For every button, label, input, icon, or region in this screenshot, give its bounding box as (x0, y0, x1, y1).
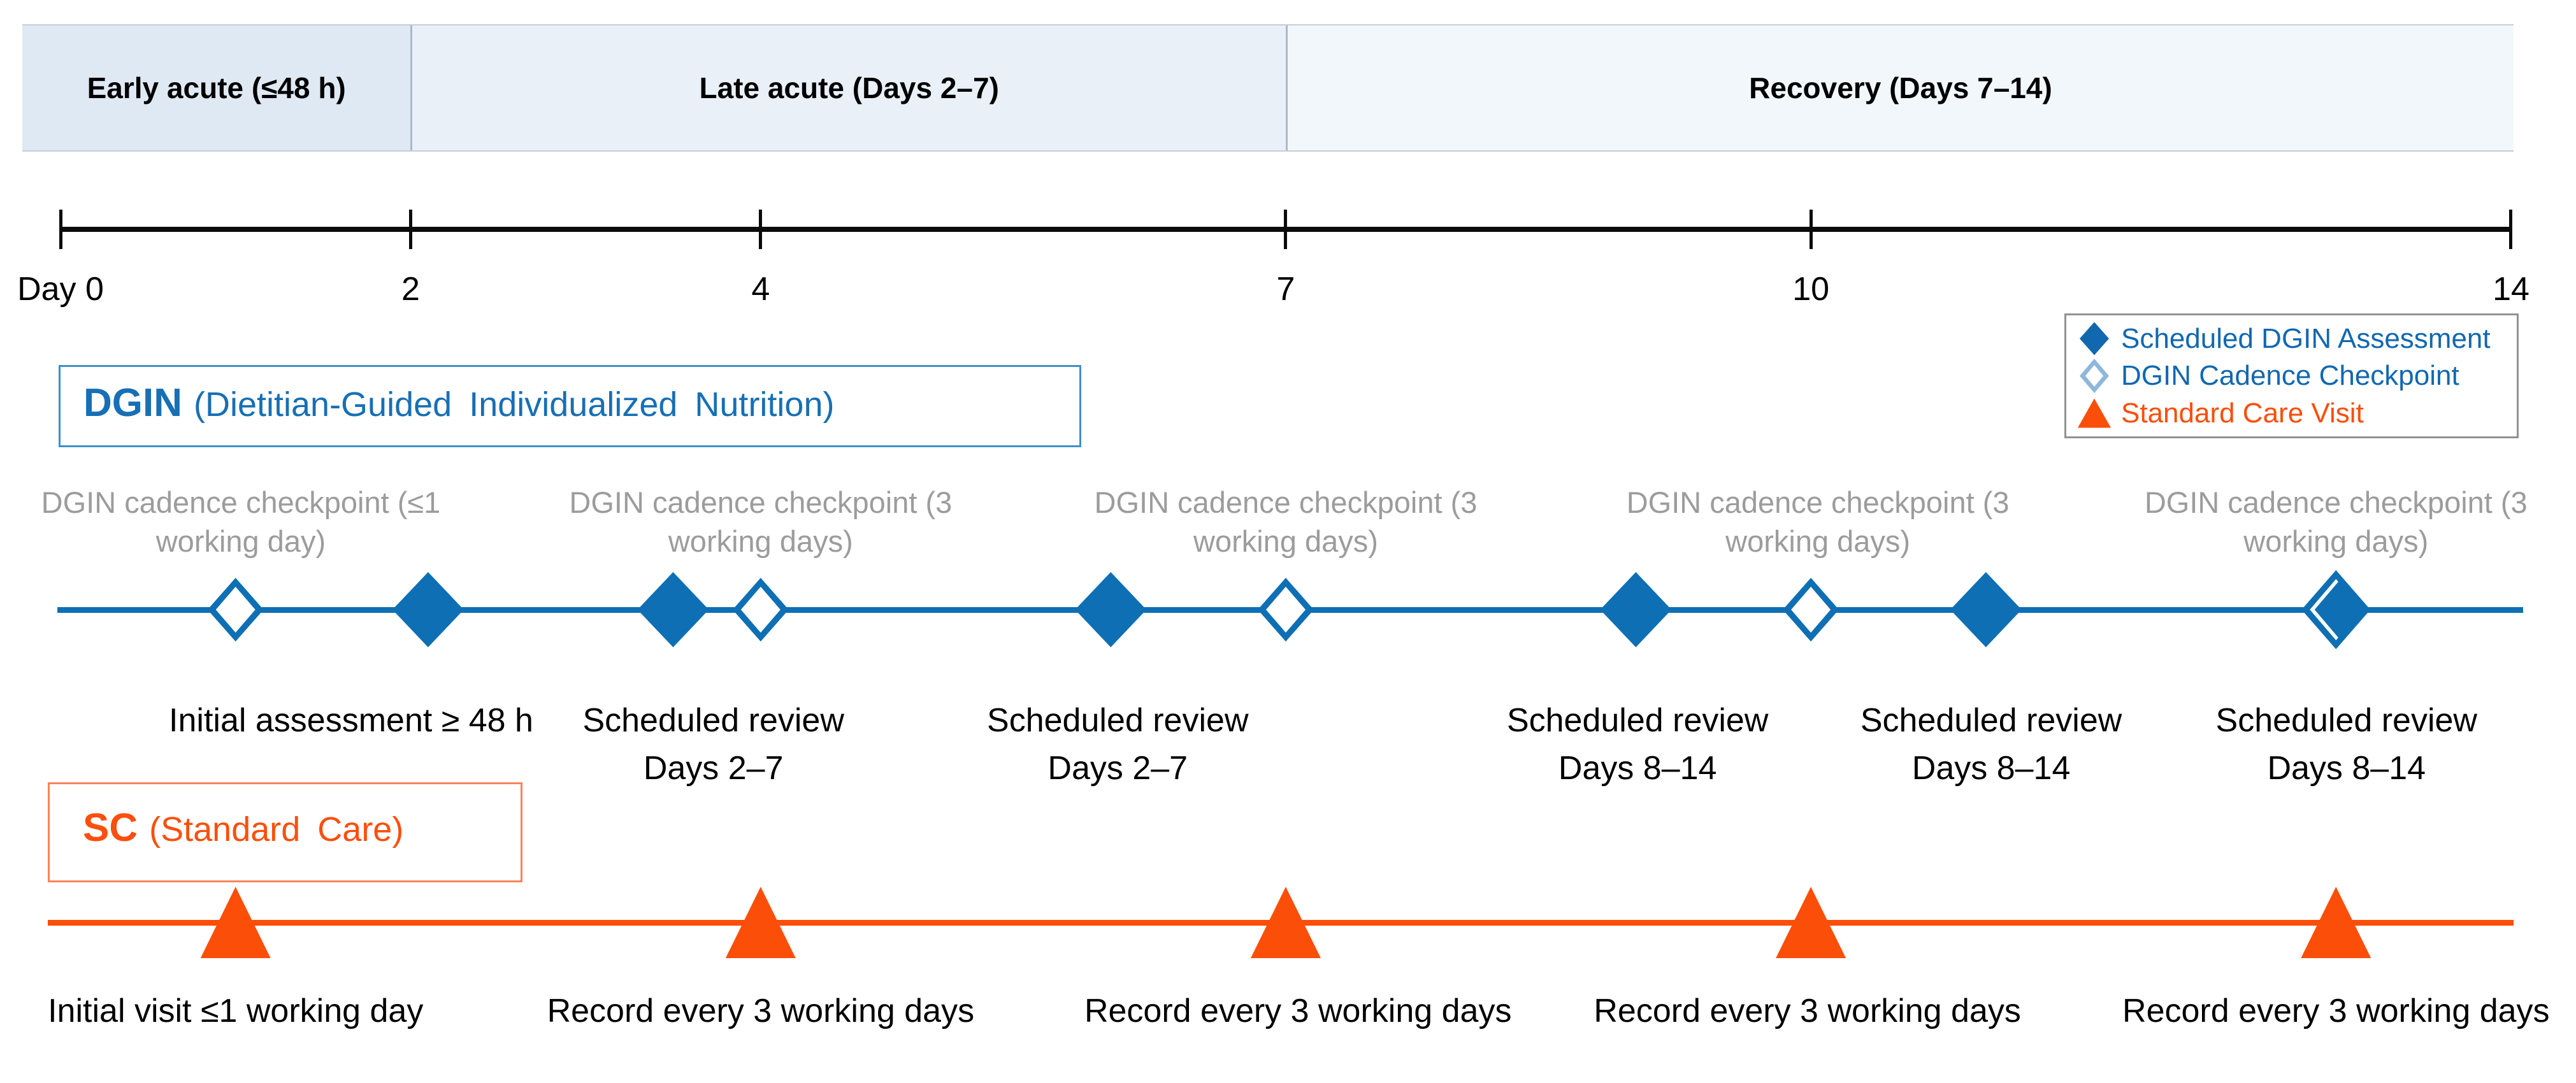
sc-visit-label: Initial visit ≤1 working day (48, 993, 424, 1029)
filled-diamond-icon (2076, 321, 2112, 357)
dgin-assessment-marker (637, 572, 709, 647)
dgin-arm-title: (Dietitian-Guided Individualized Nutriti… (194, 385, 835, 424)
axis-tick (1284, 210, 1288, 249)
dgin-checkpoint-marker (1783, 578, 1839, 642)
phase-label: Late acute (Days 2–7) (699, 71, 999, 104)
dgin-checkpoint-label: DGIN cadence checkpoint (3 working days) (569, 485, 953, 559)
dgin-review-label: Scheduled review Days 2–7 (582, 702, 844, 787)
dgin-checkpoint-marker-inner (215, 587, 255, 633)
axis-tick-label: 2 (401, 271, 420, 308)
dgin-checkpoint-label: DGIN cadence checkpoint (3 working days) (1626, 485, 2010, 559)
dgin-checkpoint-marker-inner (1791, 587, 1831, 633)
axis-tick (1809, 210, 1813, 249)
legend-box: Scheduled DGIN Assessment DGIN Cadence C… (2064, 313, 2519, 438)
axis-tick-label: 14 (2493, 271, 2529, 308)
sc-arm-title: (Standard Care) (149, 810, 404, 849)
legend-label-standard-care: Standard Care Visit (2121, 397, 2364, 429)
dgin-arm-abbr: DGIN (83, 381, 182, 425)
sc-visit-label: Record every 3 working days (1084, 993, 1512, 1029)
legend-label-assessment: Scheduled DGIN Assessment (2121, 322, 2491, 354)
dgin-checkpoint-label: DGIN cadence checkpoint (3 working days) (2144, 485, 2528, 559)
sc-visit-label: Record every 3 working days (2122, 993, 2550, 1029)
axis-tick-label: 10 (1792, 271, 1830, 308)
phase-segment: Late acute (Days 2–7) (410, 25, 1286, 150)
dgin-checkpoint-marker (1257, 578, 1314, 642)
dgin-checkpoint-marker (732, 578, 789, 642)
sc-visit-label: Record every 3 working days (1594, 993, 2021, 1029)
dgin-checkpoint-marker (207, 578, 264, 642)
phase-segment: Early acute (≤48 h) (22, 25, 411, 150)
dgin-arm-title-box: DGIN (Dietitian-Guided Individualized Nu… (59, 365, 1081, 447)
dgin-checkpoint-label: DGIN cadence checkpoint (≤1 working day) (41, 485, 441, 559)
phase-label: Recovery (Days 7–14) (1749, 71, 2052, 104)
dgin-review-label: Scheduled review Days 8–14 (1860, 702, 2122, 787)
open-diamond-icon (2076, 358, 2112, 394)
dgin-review-label: Scheduled review Days 8–14 (1506, 702, 1769, 787)
sc-arm-abbr: SC (83, 806, 138, 850)
phase-band: Early acute (≤48 h) Late acute (Days 2–7)… (22, 24, 2514, 152)
dgin-review-label: Initial assessment ≥ 48 h (169, 702, 533, 739)
axis-tick (408, 210, 412, 249)
dgin-assessment-marker (1600, 572, 1672, 647)
axis-tick (59, 210, 62, 249)
dgin-checkpoint-label: DGIN cadence checkpoint (3 working days) (1094, 485, 1478, 559)
legend-row-assessment: Scheduled DGIN Assessment (2076, 321, 2507, 357)
dgin-checkpoint-marker-inner (1265, 587, 1306, 633)
legend-label-checkpoint: DGIN Cadence Checkpoint (2121, 360, 2459, 391)
dgin-assessment-marker (1075, 572, 1147, 647)
sc-visit-label: Record every 3 working days (547, 993, 975, 1029)
phase-segment: Recovery (Days 7–14) (1285, 25, 2514, 150)
dgin-review-label: Scheduled review Days 8–14 (2215, 702, 2477, 787)
legend-row-checkpoint: DGIN Cadence Checkpoint (2076, 358, 2507, 394)
axis-tick-label: 7 (1276, 271, 1295, 308)
dgin-review-label: Scheduled review Days 2–7 (987, 702, 1249, 787)
sc-arm-title-box: SC (Standard Care) (48, 782, 522, 882)
phase-label: Early acute (≤48 h) (87, 71, 346, 104)
axis-tick-label: Day 0 (17, 271, 104, 308)
axis-tick (759, 210, 763, 249)
dgin-assessment-marker (1950, 572, 2022, 647)
axis-tick-label: 4 (751, 271, 770, 308)
axis-tick (2509, 210, 2513, 249)
filled-triangle-icon (2076, 396, 2112, 431)
legend-row-standard-care: Standard Care Visit (2076, 396, 2507, 431)
dgin-assessment-marker (392, 572, 464, 647)
dgin-checkpoint-marker-inner (740, 587, 781, 633)
